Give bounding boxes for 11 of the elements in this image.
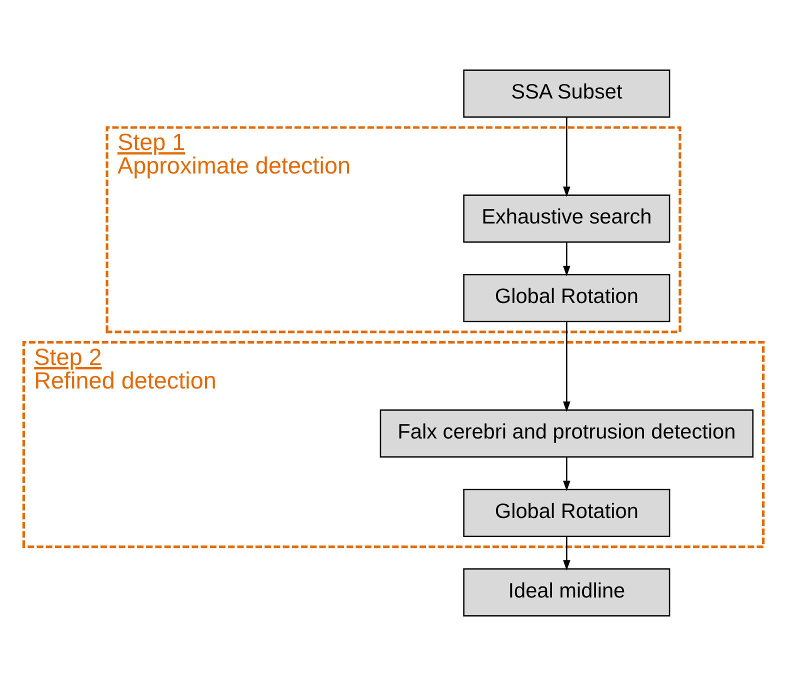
node-box: Falx cerebri and protrusion detection [380, 408, 754, 458]
node-box: Exhaustive search [463, 194, 670, 242]
arrow [563, 321, 570, 412]
arrow [563, 242, 570, 276]
arrow [563, 456, 570, 491]
arrow [563, 536, 570, 570]
node-box: Ideal midline [463, 568, 670, 616]
arrow [563, 116, 570, 196]
node-box: SSA Subset [463, 69, 670, 118]
node-box: Global Rotation [463, 488, 670, 537]
node-box: Global Rotation [463, 274, 670, 322]
